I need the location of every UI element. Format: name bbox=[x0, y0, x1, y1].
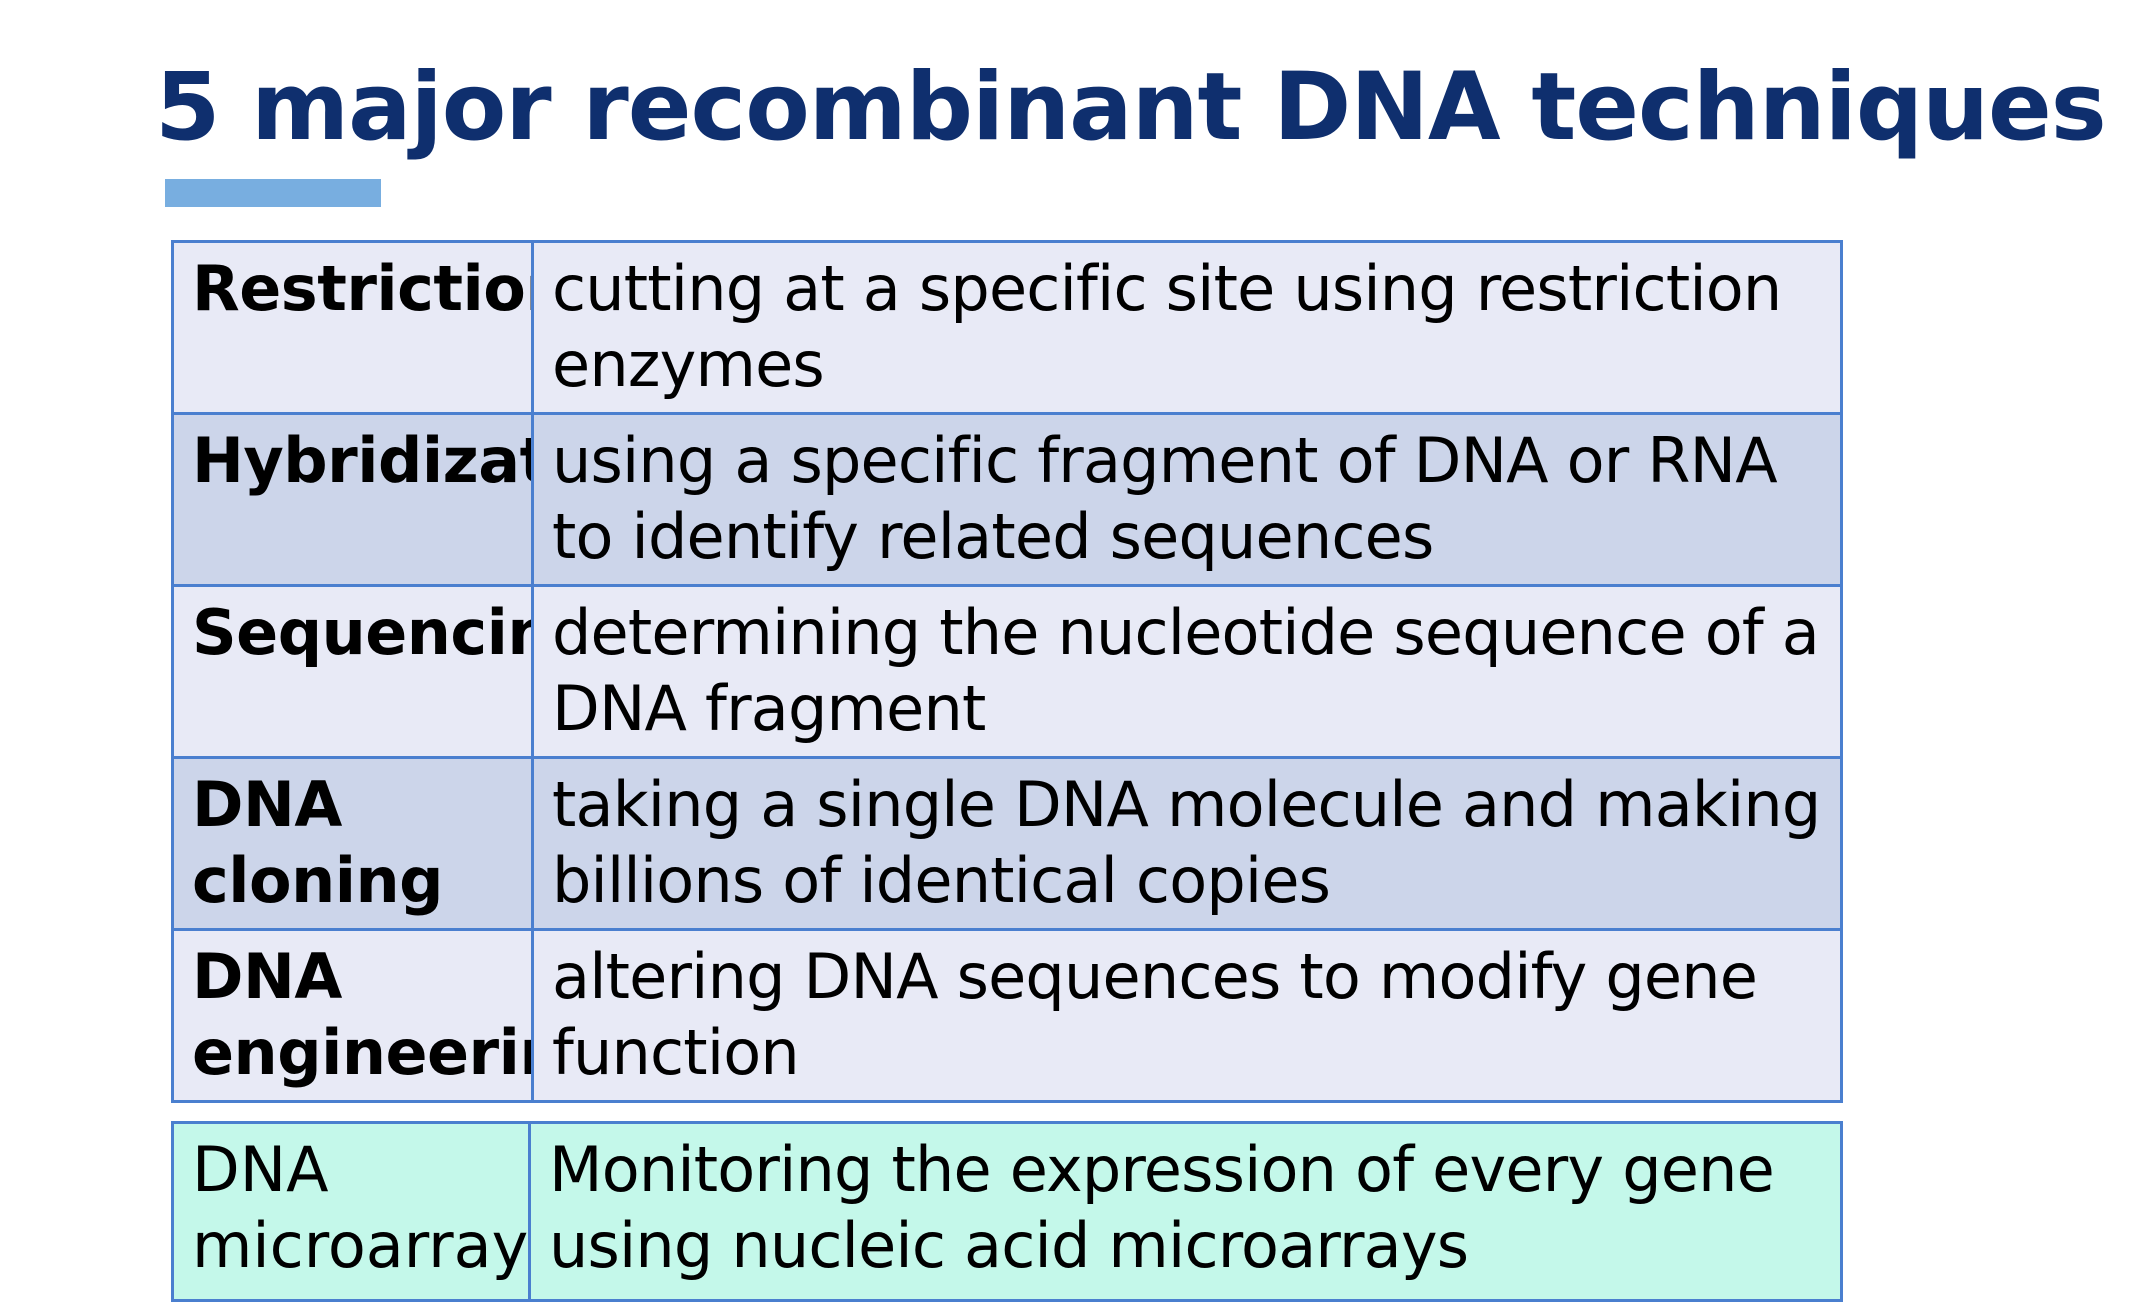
technique-term: DNA engineering bbox=[171, 928, 534, 1103]
slide-title: 5 major recombinant DNA techniques bbox=[155, 53, 2107, 162]
technique-term: DNA microarray bbox=[171, 1121, 531, 1302]
technique-description: Monitoring the expression of every gene … bbox=[528, 1121, 1843, 1302]
technique-term: Sequencing bbox=[171, 584, 534, 759]
table-row: Hybridization using a specific fragment … bbox=[171, 412, 1843, 587]
technique-description: taking a single DNA molecule and making … bbox=[531, 756, 1843, 931]
extra-technique-table: DNA microarray Monitoring the expression… bbox=[171, 1121, 1843, 1302]
technique-term: Hybridization bbox=[171, 412, 534, 587]
table-row: DNA engineering altering DNA sequences t… bbox=[171, 928, 1843, 1103]
table-row: Restriction cutting at a specific site u… bbox=[171, 240, 1843, 415]
technique-description: cutting at a specific site using restric… bbox=[531, 240, 1843, 415]
technique-term: Restriction bbox=[171, 240, 534, 415]
technique-term: DNA cloning bbox=[171, 756, 534, 931]
technique-description: determining the nucleotide sequence of a… bbox=[531, 584, 1843, 759]
techniques-table: Restriction cutting at a specific site u… bbox=[171, 240, 1843, 1103]
table-row: DNA microarray Monitoring the expression… bbox=[171, 1121, 1843, 1302]
table-row: Sequencing determining the nucleotide se… bbox=[171, 584, 1843, 759]
table-row: DNA cloning taking a single DNA molecule… bbox=[171, 756, 1843, 931]
technique-description: using a specific fragment of DNA or RNA … bbox=[531, 412, 1843, 587]
technique-description: altering DNA sequences to modify gene fu… bbox=[531, 928, 1843, 1103]
title-accent-bar bbox=[165, 179, 381, 207]
